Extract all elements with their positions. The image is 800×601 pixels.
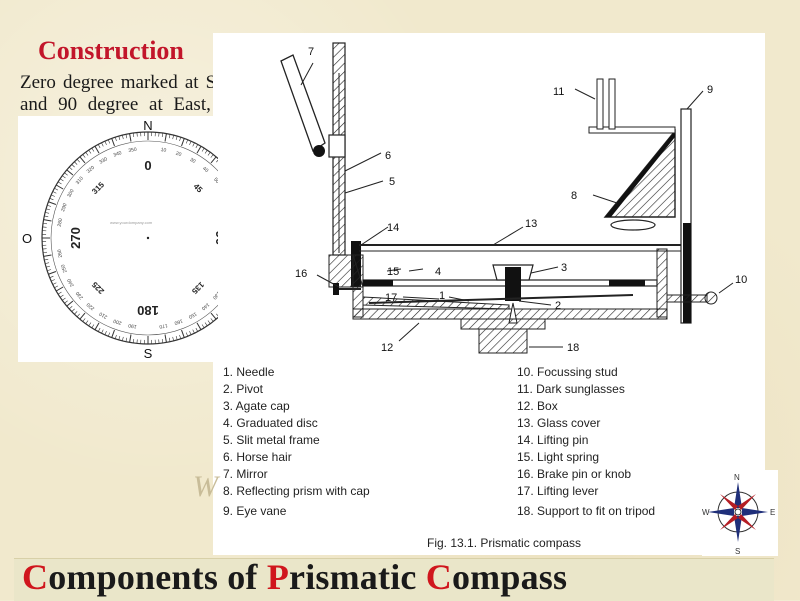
legend-item: 10. Focussing stud — [517, 365, 618, 379]
callout-13: 13 — [525, 218, 537, 230]
dial-north-label: N — [143, 118, 152, 133]
legend-item: 18. Support to fit on tripod — [517, 504, 655, 518]
callout-14: 14 — [387, 222, 399, 234]
horse-hair-clip — [329, 135, 345, 157]
rose-center — [735, 509, 741, 515]
dial-major-label-right: 90 — [213, 231, 218, 245]
legend-item: 11. Dark sunglasses — [517, 382, 625, 396]
legend-item: 17. Lifting lever — [517, 484, 598, 498]
callout-1: 1 — [439, 290, 445, 302]
callout-11: 11 — [553, 86, 564, 98]
rose-point-east — [742, 508, 768, 516]
legend-left: 1. Needle 2. Pivot 3. Agate cap 4. Gradu… — [223, 365, 370, 518]
mirror-hinge — [313, 145, 325, 157]
rose-north-label: N — [734, 473, 740, 482]
eye-vane-lower — [683, 223, 691, 323]
callout-16: 16 — [295, 268, 307, 280]
title-cap-1: C — [22, 557, 48, 597]
compass-rose: N S E W — [702, 470, 778, 556]
callout-9: 9 — [707, 84, 713, 96]
callout-7: 7 — [308, 46, 314, 58]
callout-18: 18 — [567, 342, 579, 354]
legend-item: 7. Mirror — [223, 467, 268, 481]
dark-sunglass-left — [597, 79, 603, 129]
tripod-support — [479, 329, 527, 353]
dark-sunglass-right — [609, 79, 615, 129]
prismatic-compass-diagram: 7 6 5 14 13 15 4 3 16 17 1 2 12 18 11 9 … — [213, 33, 765, 555]
dial-watermark: www.yourdompany.com — [110, 220, 153, 225]
box-left-wall — [353, 255, 363, 317]
focussing-stud — [667, 295, 707, 302]
callout-5: 5 — [389, 176, 395, 188]
callout-6: 6 — [385, 150, 391, 162]
rose-point-north — [734, 482, 742, 508]
slide-title: Construction — [38, 36, 184, 66]
dial-center — [147, 237, 149, 239]
legend-item: 12. Box — [517, 399, 558, 413]
legend-item: 16. Brake pin or knob — [517, 467, 631, 481]
title-cap-2: P — [267, 557, 289, 597]
callout-2: 2 — [555, 300, 561, 312]
compass-dial: 1020304050607080100110120130140150160170… — [18, 116, 218, 362]
rose-point-west — [708, 508, 734, 516]
title-rest-1: omponents of — [48, 557, 267, 597]
legend-item: 1. Needle — [223, 365, 275, 379]
disc-end-right — [609, 280, 645, 286]
callout-10: 10 — [735, 274, 747, 286]
rose-west-label: W — [702, 508, 710, 517]
title-rest-2: rismatic — [289, 557, 426, 597]
legend-item: 6. Horse hair — [223, 450, 292, 464]
legend-item: 3. Agate cap — [223, 399, 290, 413]
legend-item: 13. Glass cover — [517, 416, 600, 430]
callout-8: 8 — [571, 190, 577, 202]
callout-12: 12 — [381, 342, 393, 354]
diagram-svg: 7 6 5 14 13 15 4 3 16 17 1 2 12 18 11 9 … — [213, 33, 765, 555]
legend-item: 5. Slit metal frame — [223, 433, 320, 447]
compass-rose-panel: N S E W — [702, 470, 778, 556]
prism-lens — [611, 220, 655, 230]
disc-end-left — [363, 280, 393, 286]
compass-dial-panel: 1020304050607080100110120130140150160170… — [18, 116, 218, 362]
tripod-support-plate — [461, 319, 545, 329]
legend-item: 15. Light spring — [517, 450, 599, 464]
rose-east-label: E — [770, 508, 775, 517]
legend-item: 2. Pivot — [223, 382, 264, 396]
dial-major-label-top: 0 — [144, 158, 151, 173]
title-rest-3: ompass — [452, 557, 567, 597]
mirror — [281, 55, 325, 151]
agate-cap-core — [505, 267, 521, 301]
dial-major-label-left: 270 — [68, 227, 83, 249]
background-watermark: W — [193, 470, 218, 504]
focussing-stud-knob — [705, 292, 717, 304]
dial-west-label: O — [22, 231, 32, 246]
rose-south-label: S — [735, 547, 740, 556]
box-right-wall — [657, 249, 667, 317]
legend-item: 14. Lifting pin — [517, 433, 588, 447]
rose-point-south — [734, 516, 742, 542]
title-cap-3: C — [426, 557, 452, 597]
figure-caption: Fig. 13.1. Prismatic compass — [427, 536, 581, 550]
bottom-title: Components of Prismatic Compass — [22, 556, 567, 598]
legend-item: 9. Eye vane — [223, 504, 287, 518]
dial-major-label-bottom: 180 — [137, 303, 159, 318]
dial-south-label: S — [144, 346, 153, 361]
callout-4: 4 — [435, 266, 441, 278]
legend-item: 8. Reflecting prism with cap — [223, 484, 370, 498]
callout-17: 17 — [385, 292, 397, 304]
callout-3: 3 — [561, 262, 567, 274]
legend-item: 4. Graduated disc — [223, 416, 318, 430]
legend-right: 10. Focussing stud 11. Dark sunglasses 1… — [517, 365, 655, 518]
callout-15: 15 — [387, 266, 399, 278]
